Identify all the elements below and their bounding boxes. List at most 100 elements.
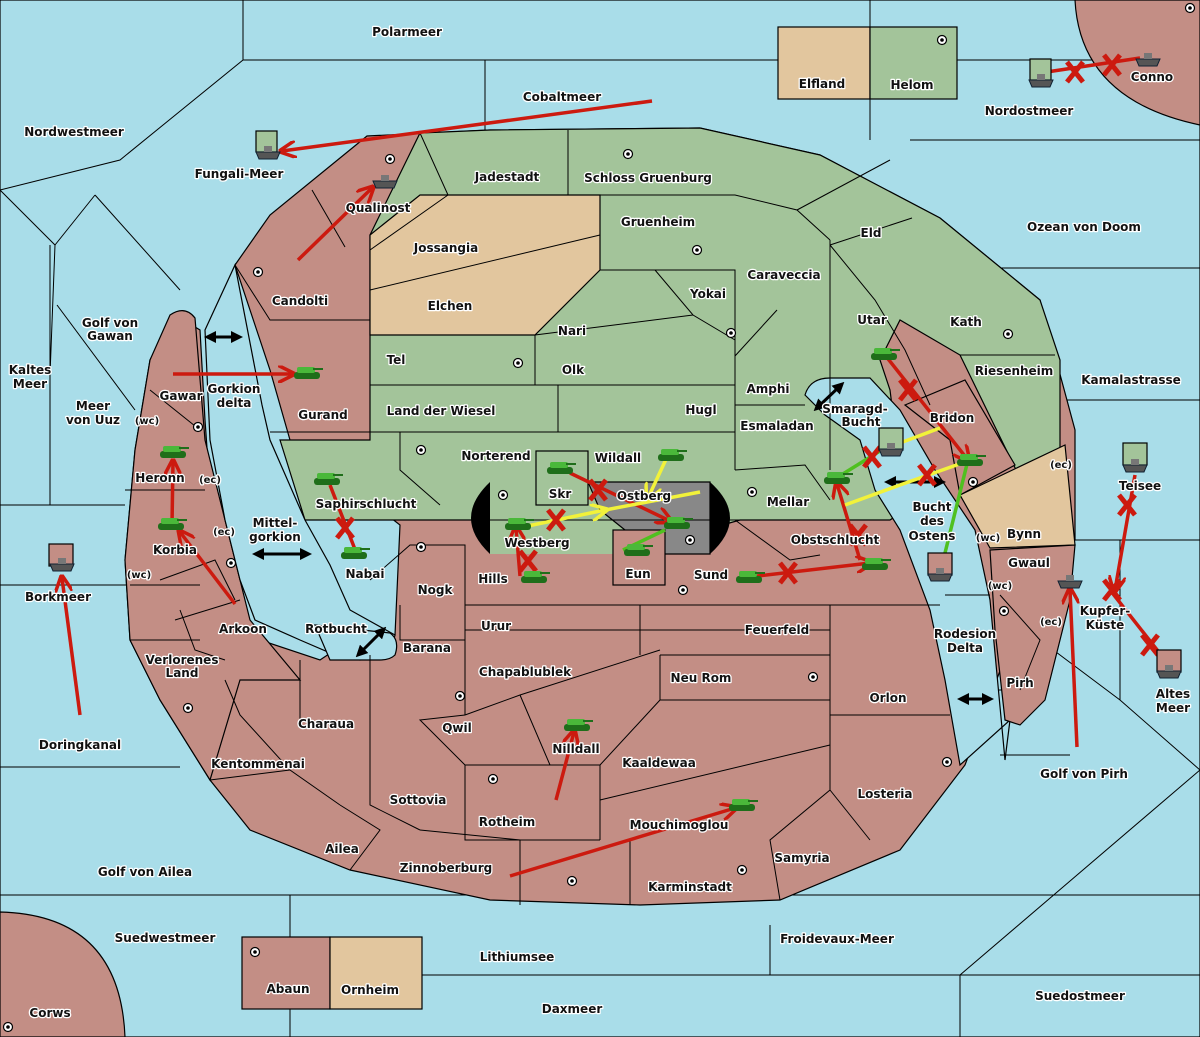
support-order-arrow: [517, 510, 605, 530]
army-unit-icon[interactable]: [314, 473, 343, 485]
label-amphi: Amphi: [746, 382, 789, 396]
label-samyria: Samyria: [774, 851, 829, 865]
army-unit-icon[interactable]: [505, 518, 534, 530]
territory-elfland[interactable]: [777, 26, 871, 100]
western-arm: [124, 310, 302, 782]
fleet-unit-icon[interactable]: [927, 568, 953, 582]
label-golf-von-gawan-line2: Gawan: [87, 329, 133, 343]
label-mittelgorkion-line2: gorkion: [249, 530, 301, 544]
army-unit-icon[interactable]: [624, 544, 653, 556]
label-daxmeer: Daxmeer: [542, 1002, 603, 1016]
label-bridon: Bridon: [930, 411, 975, 425]
label-bucht-des-ostens-line3: Ostens: [909, 529, 956, 543]
army-unit-icon[interactable]: [521, 571, 550, 583]
territory-bridon[interactable]: [903, 379, 1016, 496]
army-unit-icon[interactable]: [862, 558, 891, 570]
fleet-unit-icon[interactable]: [1057, 575, 1083, 589]
failed-x-icon: [778, 561, 798, 585]
army-unit-icon[interactable]: [871, 348, 900, 360]
army-unit-icon[interactable]: [160, 446, 189, 458]
label-chapablublek: Chapablublek: [479, 665, 572, 679]
label-meer-von-uuz-line2: von Uuz: [66, 413, 120, 427]
label-nogk: Nogk: [418, 583, 454, 597]
army-unit-icon[interactable]: [736, 571, 765, 583]
sea-labels: Polarmeer Nordwestmeer Cobaltmeer Fungal…: [7, 24, 1191, 1018]
army-unit-icon[interactable]: [957, 454, 986, 466]
failed-x-icon: [335, 516, 355, 540]
label-verlorenes-land: Verlorenes: [146, 653, 219, 667]
territory-gwaul-pirh[interactable]: [989, 544, 1076, 726]
army-unit-icon[interactable]: [729, 799, 758, 811]
label-altes-meer-line2: Meer: [1156, 701, 1190, 715]
label-charaua: Charaua: [298, 717, 354, 731]
label-land-der-wiesel: Land der Wiesel: [387, 404, 496, 418]
army-unit-icon[interactable]: [158, 518, 187, 530]
supply-center-icon: [677, 584, 689, 596]
label-barana: Barana: [403, 641, 451, 655]
bay-smaragd-ostens[interactable]: [804, 377, 1011, 767]
label-mellar: Mellar: [767, 495, 809, 509]
army-unit-icon[interactable]: [341, 547, 370, 559]
failed-x-icon: [917, 463, 937, 487]
label-lithiumsee: Lithiumsee: [480, 950, 555, 964]
move-order-arrow: [509, 808, 735, 878]
army-unit-icon[interactable]: [664, 517, 693, 529]
label-heronn: Heronn: [135, 471, 184, 485]
label-westberg: Westberg: [504, 536, 569, 550]
label-polarmeer: Polarmeer: [372, 25, 442, 39]
coast-label-gawar-wc: (wc): [135, 416, 159, 427]
fleet-unit-icon[interactable]: [255, 146, 281, 160]
move-order-arrow: [1115, 474, 1137, 590]
label-sottovia: Sottovia: [390, 793, 447, 807]
fleet-unit-icon[interactable]: [878, 443, 904, 457]
fleet-unit-icon[interactable]: [372, 175, 398, 189]
label-gwaul: Gwaul: [1008, 556, 1050, 570]
label-gruenheim: Gruenheim: [621, 215, 695, 229]
fleet-unit-icon[interactable]: [1135, 53, 1161, 67]
label-neu-rom: Neu Rom: [671, 671, 732, 685]
army-unit-icon[interactable]: [294, 367, 323, 379]
fleet-unit-icon[interactable]: [1156, 665, 1182, 679]
move-order-arrow: [837, 484, 862, 561]
supply-center-icon: [725, 327, 737, 339]
army-unit-icon[interactable]: [824, 472, 853, 484]
label-gawar: Gawar: [159, 389, 202, 403]
failed-order-marks: [335, 53, 1160, 657]
move-order-arrow: [296, 188, 372, 262]
label-hugl: Hugl: [685, 403, 716, 417]
coast-label-korbia-wc: (wc): [127, 570, 151, 581]
convoy-order-arrow: [943, 459, 970, 554]
territory-corws[interactable]: [0, 911, 126, 1037]
supply-center-icon: [252, 266, 264, 278]
label-kupfer-kueste-line2: Küste: [1086, 618, 1125, 632]
province-boundaries: [125, 130, 1055, 905]
coast-labels: (wc) (ec) (ec) (wc) (ec) (wc) (wc) (ec): [126, 415, 1074, 630]
label-verlorenes-land-line2: Land: [166, 666, 199, 680]
fleet-unit-icon[interactable]: [1028, 74, 1054, 88]
territory-ornheim[interactable]: [329, 936, 423, 1010]
supply-center-icon: [415, 444, 427, 456]
label-korbia: Korbia: [153, 543, 197, 557]
coast-label-gwaul-ec: (ec): [1040, 617, 1062, 628]
coast-label-bynn-wc: (wc): [976, 533, 1000, 544]
fleet-unit-icon[interactable]: [49, 558, 75, 572]
fleet-unit-icon[interactable]: [1122, 459, 1148, 473]
coast-label-bynn-ec: (ec): [1050, 460, 1072, 471]
failed-x-icon: [1117, 493, 1137, 517]
army-unit-icon[interactable]: [564, 719, 593, 731]
label-altes-meer: Altes: [1156, 687, 1190, 701]
label-zinnoberburg: Zinnoberburg: [400, 861, 492, 875]
coast-label-heronn-ec: (ec): [199, 475, 221, 486]
label-ailea: Ailea: [325, 842, 359, 856]
label-olk: Olk: [562, 363, 585, 377]
army-unit-icon[interactable]: [658, 449, 687, 461]
label-karminstadt: Karminstadt: [648, 880, 732, 894]
label-jadestadt: Jadestadt: [474, 170, 540, 184]
label-bucht-des-ostens: Bucht: [912, 500, 951, 514]
territory-eun[interactable]: [612, 529, 666, 586]
label-kamalastrasse: Kamalastrasse: [1081, 373, 1181, 387]
supply-center-icon: [967, 476, 979, 488]
army-unit-icon[interactable]: [547, 462, 576, 474]
